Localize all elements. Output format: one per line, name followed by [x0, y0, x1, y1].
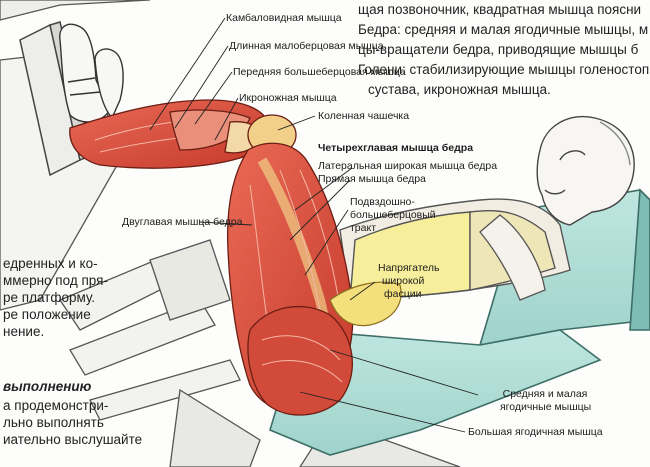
top-text-line: цы-вращатели бедра, приводящие мышцы б: [358, 42, 639, 57]
label-glute-medius-minimus: Средняя и малая: [502, 388, 588, 400]
label-it-tract: тракт: [350, 222, 377, 234]
bottom-text-line: льно выполнять: [3, 415, 104, 430]
label-tfl: широкой: [382, 275, 425, 287]
left-text-line: ммерно под пря-: [3, 273, 108, 288]
bottom-text-line: иательно выслушайте: [3, 432, 143, 447]
label-rectus-femoris: Прямая мышца бедра: [318, 173, 426, 185]
label-it-tract: Подвздошно-: [350, 196, 415, 208]
top-text-line: Голени: стабилизирующие мышцы голеностоп: [358, 62, 650, 77]
label-soleus: Камбаловидная мышца: [226, 12, 342, 24]
label-quadriceps: Четырехглавая мышца бедра: [318, 142, 474, 154]
label-tfl: Напрягатель: [378, 262, 440, 274]
left-text-line: ре положение: [3, 307, 91, 322]
label-vastus-lateralis: Латеральная широкая мышца бедра: [318, 160, 498, 172]
top-text-line: сустава, икроножная мышца.: [368, 82, 551, 97]
feet: [59, 23, 124, 123]
tensor-fasciae-latae: [329, 281, 402, 327]
top-text-line: Бедра: средняя и малая ягодичные мышцы, …: [358, 22, 649, 37]
label-glute-maximus: Большая ягодичная мышца: [468, 426, 603, 438]
label-biceps-femoris: Двуглавая мышца бедра: [122, 216, 243, 228]
label-patella: Коленная чашечка: [318, 110, 410, 122]
top-text-block: щая позвоночник, квадратная мышца поясни…: [358, 0, 650, 100]
left-text-line: нение.: [3, 324, 45, 339]
bottom-text-line: а продемонстри-: [3, 398, 109, 413]
head: [536, 115, 635, 226]
label-tfl: фасции: [384, 288, 422, 300]
label-gastrocnemius: Икроножная мышца: [239, 92, 337, 104]
label-peroneus-longus: Длинная малоберцовая мышца: [229, 40, 384, 52]
label-tibialis-anterior: Передняя большеберцовая мышца: [233, 66, 406, 78]
left-text-line: едренных и ко-: [3, 256, 98, 271]
leader-lines: [149, 17, 479, 433]
label-it-tract: большеберцовый: [350, 209, 436, 221]
label-glute-medius-minimus: ягодичные мышцы: [500, 401, 592, 413]
bottom-heading: выполнению: [3, 379, 92, 394]
glute-muscles: [247, 305, 353, 416]
left-text-line: ре платформу.: [3, 290, 96, 305]
arm: [479, 214, 546, 301]
top-text-line: щая позвоночник, квадратная мышца поясни: [358, 2, 642, 17]
